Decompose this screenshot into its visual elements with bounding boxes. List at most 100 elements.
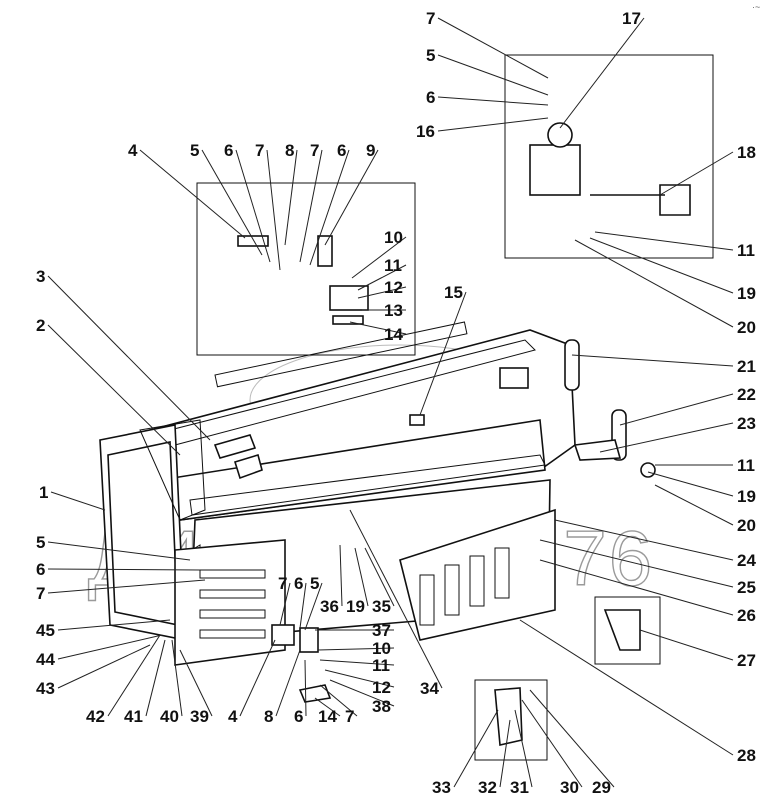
leader-line bbox=[599, 422, 734, 453]
callout-43: 43 bbox=[36, 679, 55, 698]
leader-line bbox=[57, 634, 163, 660]
leader-line bbox=[47, 541, 191, 561]
callout-42: 42 bbox=[86, 707, 105, 726]
callout-15: 15 bbox=[444, 283, 463, 302]
front-grille bbox=[99, 419, 206, 641]
leader-line bbox=[266, 149, 281, 271]
leader-line bbox=[47, 275, 211, 441]
leader-line bbox=[275, 649, 301, 717]
callout-2: 2 bbox=[36, 316, 45, 335]
leader-line bbox=[304, 659, 307, 717]
callout-10: 10 bbox=[384, 228, 403, 247]
callout-19: 19 bbox=[737, 487, 756, 506]
callout-32: 32 bbox=[478, 778, 497, 797]
leader-line bbox=[299, 582, 307, 629]
callout-44: 44 bbox=[36, 650, 55, 669]
leader-line bbox=[139, 149, 246, 239]
leader-line bbox=[299, 149, 323, 263]
leader-line bbox=[319, 684, 358, 717]
leader-line bbox=[559, 17, 645, 129]
callout-33: 33 bbox=[432, 778, 451, 797]
leader-lines bbox=[47, 17, 734, 788]
leader-line bbox=[589, 237, 734, 294]
callout-41: 41 bbox=[124, 707, 143, 726]
callout-14: 14 bbox=[384, 325, 403, 344]
callout-23: 23 bbox=[737, 414, 756, 433]
leader-line bbox=[419, 291, 467, 416]
leader-line bbox=[351, 236, 407, 279]
callout-29: 29 bbox=[592, 778, 611, 797]
callout-35: 35 bbox=[372, 597, 391, 616]
leader-line bbox=[171, 639, 183, 717]
callout-5: 5 bbox=[36, 533, 45, 552]
leader-line bbox=[339, 544, 343, 607]
callout-22: 22 bbox=[737, 385, 756, 404]
callout-7: 7 bbox=[278, 574, 287, 593]
callout-6: 6 bbox=[426, 88, 435, 107]
callout-6: 6 bbox=[224, 141, 233, 160]
callout-20: 20 bbox=[737, 516, 756, 535]
leader-line bbox=[47, 568, 201, 571]
leader-line bbox=[539, 539, 734, 588]
leader-line bbox=[574, 239, 734, 328]
callout-1: 1 bbox=[39, 483, 48, 502]
callout-18: 18 bbox=[737, 143, 756, 162]
leader-line bbox=[514, 709, 533, 788]
callout-10: 10 bbox=[372, 639, 391, 658]
callout-24: 24 bbox=[737, 551, 756, 570]
inset-frame-plate bbox=[474, 679, 548, 761]
callout-8: 8 bbox=[264, 707, 273, 726]
callout-6: 6 bbox=[337, 141, 346, 160]
callout-13: 13 bbox=[384, 301, 403, 320]
leader-line bbox=[357, 264, 407, 291]
corner-mark: ·~ bbox=[752, 2, 760, 12]
leader-line bbox=[349, 321, 407, 335]
leader-line bbox=[179, 649, 213, 717]
callout-7: 7 bbox=[345, 707, 354, 726]
leader-line bbox=[57, 619, 171, 631]
callout-4: 4 bbox=[228, 707, 238, 726]
callout-4: 4 bbox=[128, 141, 138, 160]
leader-line bbox=[239, 639, 276, 717]
leader-line bbox=[594, 231, 734, 251]
callout-26: 26 bbox=[737, 606, 756, 625]
callout-14: 14 bbox=[318, 707, 337, 726]
callout-6: 6 bbox=[294, 574, 303, 593]
leader-line bbox=[571, 354, 734, 367]
leader-line bbox=[437, 17, 549, 79]
leader-line bbox=[235, 149, 271, 263]
callout-28: 28 bbox=[737, 746, 756, 765]
leader-line bbox=[309, 149, 350, 266]
callout-8: 8 bbox=[285, 141, 294, 160]
leader-line bbox=[329, 679, 395, 707]
callout-5: 5 bbox=[426, 46, 435, 65]
callout-27: 27 bbox=[737, 651, 756, 670]
leader-line bbox=[47, 324, 181, 456]
callout-45: 45 bbox=[36, 621, 55, 640]
leader-line bbox=[453, 709, 499, 788]
callout-36: 36 bbox=[320, 597, 339, 616]
callout-38: 38 bbox=[372, 697, 391, 716]
leader-line bbox=[317, 647, 395, 651]
callout-6: 6 bbox=[36, 560, 45, 579]
callout-3: 3 bbox=[36, 267, 45, 286]
side-panel-louvres bbox=[399, 508, 556, 641]
leader-line bbox=[357, 286, 407, 299]
leader-line bbox=[519, 619, 734, 756]
callout-39: 39 bbox=[190, 707, 209, 726]
leader-line bbox=[57, 644, 151, 689]
callout-37: 37 bbox=[372, 621, 391, 640]
callout-21: 21 bbox=[737, 357, 756, 376]
leader-line bbox=[324, 669, 395, 688]
callout-11: 11 bbox=[737, 456, 755, 475]
leader-line bbox=[145, 639, 166, 717]
callout-7: 7 bbox=[255, 141, 264, 160]
leader-line bbox=[437, 117, 549, 132]
callout-12: 12 bbox=[384, 278, 403, 297]
callout-7: 7 bbox=[36, 584, 45, 603]
callout-34: 34 bbox=[420, 679, 439, 698]
leader-line bbox=[319, 659, 395, 666]
side-door bbox=[174, 539, 286, 666]
